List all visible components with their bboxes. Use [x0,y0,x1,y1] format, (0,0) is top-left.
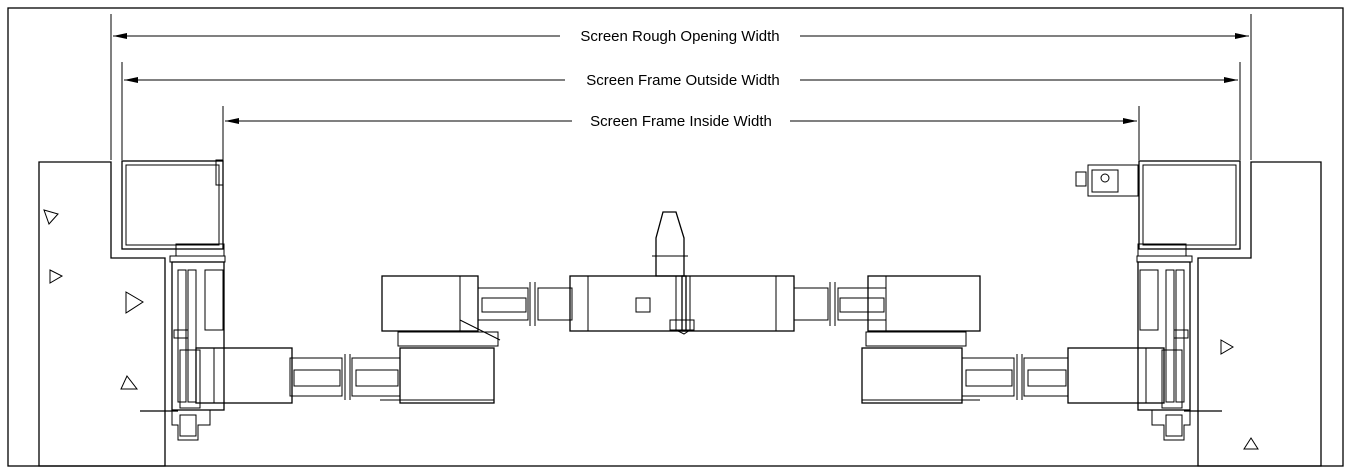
left-screen-housing [121,159,226,263]
center-meeting-stile [569,211,795,335]
drawing-border [7,7,1344,467]
right-outer-sash [861,347,1165,404]
left-window-frame [140,261,225,441]
frame-inside-label: Screen Frame Inside Width [590,113,772,130]
left-masonry-wall [38,161,166,467]
dimension-frame-inside: Screen Frame Inside Width [222,106,1140,160]
left-outer-sash [195,347,495,404]
dimension-frame-outside: Screen Frame Outside Width [121,62,1241,160]
dimension-rough-opening: Screen Rough Opening Width [110,14,1252,160]
frame-outside-label: Screen Frame Outside Width [586,72,779,89]
right-masonry-wall [1197,161,1322,467]
right-screen-housing [1075,160,1241,263]
left-inner-sash [381,275,573,347]
right-inner-sash [793,275,981,347]
right-window-frame [1137,261,1222,441]
rough-opening-label: Screen Rough Opening Width [580,28,779,45]
